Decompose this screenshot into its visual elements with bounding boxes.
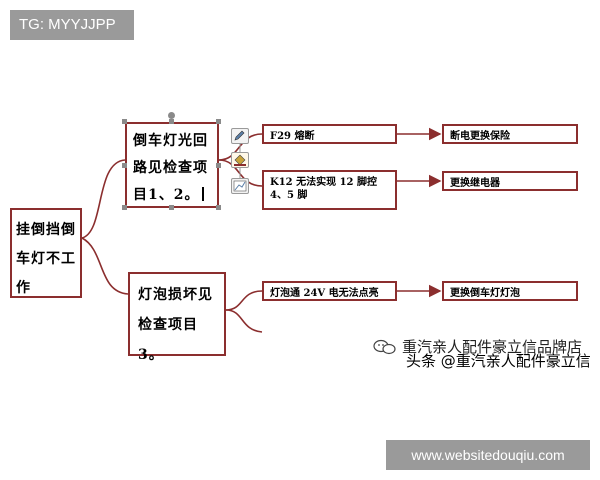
branch1-to-cause2-line bbox=[218, 159, 263, 187]
remedy-node-1[interactable]: 断电更换保险 bbox=[442, 124, 578, 144]
resize-handle-bl[interactable] bbox=[122, 205, 127, 210]
brand-account: 头条 @重汽亲人配件豪立信 bbox=[406, 352, 591, 370]
branch2-node[interactable]: 灯泡损坏见检查项目3。 bbox=[128, 272, 226, 363]
text-cursor bbox=[202, 187, 205, 201]
watermark-tag: TG: MYYJJPP bbox=[10, 10, 134, 40]
cause-node-1[interactable]: F29 熔断 bbox=[262, 124, 397, 144]
branch1-text: 倒车灯光回路见检查项目1、2。 bbox=[133, 133, 208, 203]
paint-bucket-icon[interactable] bbox=[231, 152, 249, 168]
remedy-node-2[interactable]: 更换继电器 bbox=[442, 171, 578, 191]
edit-icon[interactable] bbox=[231, 128, 249, 144]
branch2-to-empty-line bbox=[225, 309, 263, 333]
resize-handle-mr[interactable] bbox=[216, 163, 221, 168]
branch1-to-cause1-line bbox=[218, 133, 263, 161]
branch2-to-cause3-line bbox=[225, 290, 263, 311]
cause-node-3[interactable]: 灯泡通 24V 电无法点亮 bbox=[262, 281, 397, 301]
cause-node-2[interactable]: K12 无法实现 12 脚控 4、5 脚 bbox=[262, 170, 397, 210]
watermark-url: www.websitedouqiu.com bbox=[386, 440, 590, 470]
brand-store-name: 重汽亲人配件豪立信品牌店 bbox=[402, 338, 583, 356]
remedy-node-3[interactable]: 更换倒车灯灯泡 bbox=[442, 281, 578, 301]
root-to-branch1-line bbox=[81, 159, 126, 239]
resize-handle-tr[interactable] bbox=[216, 119, 221, 124]
resize-handle-bm[interactable] bbox=[169, 205, 174, 210]
chart-icon[interactable] bbox=[231, 178, 249, 194]
resize-handle-tl[interactable] bbox=[122, 119, 127, 124]
resize-handle-tm[interactable] bbox=[169, 119, 174, 124]
brand-watermark: 重汽亲人配件豪立信品牌店 头条 @重汽亲人配件豪立信 bbox=[370, 336, 596, 380]
root-node[interactable]: 挂倒挡倒车灯不工作 bbox=[10, 208, 82, 298]
wechat-icon bbox=[373, 339, 396, 355]
resize-handle-br[interactable] bbox=[216, 205, 221, 210]
root-to-branch2-line bbox=[81, 237, 129, 295]
resize-handle-ml[interactable] bbox=[122, 163, 127, 168]
branch1-node[interactable]: 倒车灯光回路见检查项目1、2。 bbox=[125, 122, 219, 208]
rotate-handle[interactable] bbox=[168, 112, 175, 119]
